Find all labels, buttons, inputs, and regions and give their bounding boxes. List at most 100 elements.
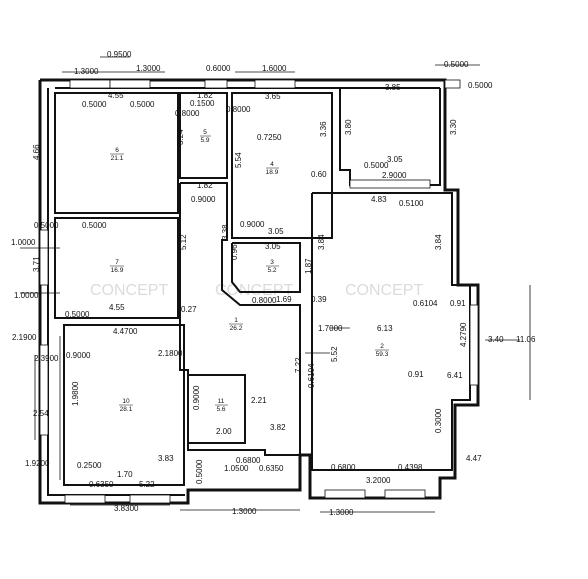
dim-label: 1.3000: [232, 507, 257, 516]
dim-label: 3.05: [265, 242, 281, 251]
room-2-number: 2: [380, 343, 384, 350]
room-2: 2 59.3: [375, 343, 389, 358]
dim-label: 3.82: [270, 423, 286, 432]
room-6-number: 6: [115, 147, 119, 154]
dim-label: 3.8300: [114, 504, 139, 513]
dim-label: 0.7250: [257, 133, 282, 142]
dim-label: 0.5100: [399, 199, 424, 208]
dim-label: 0.2500: [77, 461, 102, 470]
dim-label: 11.06: [516, 335, 536, 344]
dim-label: 3.84: [317, 234, 326, 250]
room-6-area: 21.1: [111, 155, 124, 162]
dim-label: 3.80: [344, 119, 353, 135]
interior-walls: [54, 88, 471, 486]
dim-label: 1.69: [276, 295, 292, 304]
dim-label: 0.5000: [195, 459, 204, 484]
dim-label: 3.38: [221, 224, 230, 240]
room-7: 7 16.9: [110, 259, 124, 274]
room-7-number: 7: [115, 259, 119, 266]
room-1-area: 26.2: [230, 325, 243, 332]
room-11: 11 5.6: [215, 398, 228, 413]
dim-label: 1.87: [304, 258, 313, 274]
room-5: 5 5.9: [200, 129, 211, 144]
room-1: 1 26.2: [229, 317, 243, 332]
watermark-text-3: CONCEPT: [345, 282, 423, 299]
room-3-area: 5.2: [267, 267, 276, 274]
dim-label: 0.9000: [240, 220, 265, 229]
dim-label: 3.84: [434, 234, 443, 250]
dim-label: 0.9500: [107, 50, 132, 59]
dim-label: 5.54: [234, 152, 243, 168]
dim-label: 0.6350: [89, 480, 114, 489]
dim-label: 3.2000: [366, 476, 391, 485]
dim-label: 1.3000: [136, 64, 161, 73]
dim-label: 3.36: [319, 121, 328, 137]
dim-label: 1.3000: [74, 67, 99, 76]
dim-label: 0.91: [408, 370, 424, 379]
room-11-number: 11: [218, 398, 225, 405]
dim-label: 6.41: [447, 371, 463, 380]
dim-label: 1.7000: [318, 324, 343, 333]
dim-label: 3.85: [385, 83, 401, 92]
dim-label: 0.60: [311, 170, 327, 179]
dim-label: 3.05: [387, 155, 403, 164]
dim-label: 0.96: [230, 244, 239, 260]
dim-label: 3.05: [268, 227, 284, 236]
dim-label: 1.0000: [14, 291, 39, 300]
dim-label: 2.1900: [12, 333, 37, 342]
dim-label: 0.5000: [82, 100, 107, 109]
dim-label: 0.5000: [444, 60, 469, 69]
dim-label: 1.3000: [329, 508, 354, 517]
dim-label: 0.9000: [66, 351, 91, 360]
dim-label: 0.27: [181, 305, 197, 314]
dimension-lines: [20, 56, 531, 513]
dim-label: 4.4700: [113, 327, 138, 336]
dim-label: 0.6800: [331, 463, 356, 472]
dim-label: 0.6800: [236, 456, 261, 465]
dim-label: 1.0500: [224, 464, 249, 473]
dim-label: 0.91: [450, 299, 466, 308]
room-11-area: 5.6: [216, 406, 225, 413]
dim-label: 4.47: [466, 454, 482, 463]
room-1-number: 1: [234, 317, 238, 324]
dim-label: 3.40: [488, 335, 504, 344]
dim-label: 1.82: [197, 91, 213, 100]
dim-label: 0.8000: [175, 109, 200, 118]
dim-label: 0.3000: [434, 408, 443, 433]
dim-label: 4.55: [108, 91, 124, 100]
room-7-area: 16.9: [111, 267, 124, 274]
dim-label: 0.9000: [191, 195, 216, 204]
dim-label: 0.4398: [398, 463, 423, 472]
room-4: 4 18.9: [266, 161, 279, 176]
dim-label: 2.54: [33, 409, 49, 418]
dim-label: 2.21: [251, 396, 267, 405]
dim-label: 3.24: [176, 129, 185, 145]
dim-label: 4.66: [32, 144, 41, 160]
dim-label: 5.22: [139, 480, 155, 489]
dim-label: 0.5000: [65, 310, 90, 319]
dimension-labels: 0.9500 1.3000 1.3000 0.6000 1.6000 0.500…: [11, 50, 536, 517]
dim-label: 0.6104: [413, 299, 438, 308]
room-3: 3 5.2: [266, 259, 279, 274]
dim-label: 0.6000: [206, 64, 231, 73]
room-5-number: 5: [203, 129, 207, 136]
room-5-area: 5.9: [200, 137, 209, 144]
dim-label: 3.83: [158, 454, 174, 463]
dim-label: 3.71: [32, 256, 41, 272]
dim-label: 0.9000: [192, 385, 201, 410]
room-10: 10 28.1: [119, 398, 133, 413]
dim-label: 1.6000: [262, 64, 287, 73]
dim-label: 1.82: [197, 181, 213, 190]
room-4-area: 18.9: [266, 169, 279, 176]
dim-label: 0.6104: [307, 363, 316, 388]
dim-label: 3.30: [449, 119, 458, 135]
dim-label: 5.52: [330, 346, 339, 362]
dim-label: 2.9000: [382, 171, 407, 180]
dim-label: 0.8000: [252, 296, 277, 305]
dim-label: 0.5000: [34, 221, 59, 230]
dim-label: 0.8000: [226, 105, 251, 114]
room-4-number: 4: [270, 161, 274, 168]
dim-label: 4.2790: [459, 322, 468, 347]
dim-label: 0.5000: [82, 221, 107, 230]
